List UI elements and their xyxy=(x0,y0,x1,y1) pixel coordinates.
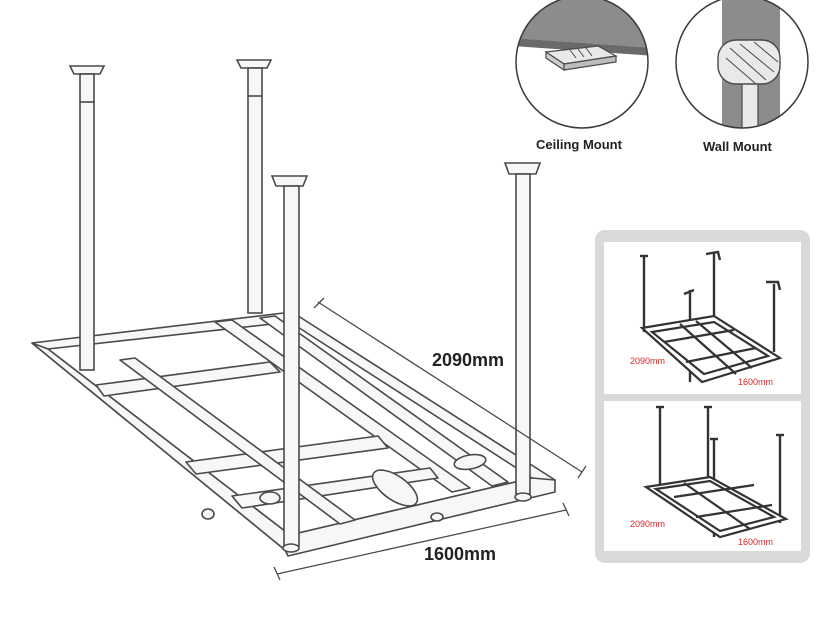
width-dimension-label: 1600mm xyxy=(424,544,497,564)
ceiling-mounted-rack-thumbnail xyxy=(643,405,789,539)
ceiling-mount-icon xyxy=(515,0,649,129)
wall-mounted-rack-thumbnail xyxy=(639,250,783,384)
inset-1-length-label: 2090mm xyxy=(630,356,666,366)
variant-thumbnail-wall: 2090mm 1600mm xyxy=(604,242,801,394)
length-dimension-label: 2090mm xyxy=(432,350,505,370)
variant-inset-panel: 2090mm 1600mm xyxy=(595,230,810,563)
inset-2-length-label: 2090mm xyxy=(630,519,666,529)
inset-2-width-label: 1600mm xyxy=(738,537,774,547)
wall-mount-label: Wall Mount xyxy=(703,139,772,154)
ceiling-mount-label: Ceiling Mount xyxy=(536,137,622,152)
wall-mount-icon xyxy=(675,0,809,129)
inset-1-width-label: 1600mm xyxy=(738,377,774,387)
variant-thumbnail-ceiling: 2090mm 1600mm xyxy=(604,401,801,551)
